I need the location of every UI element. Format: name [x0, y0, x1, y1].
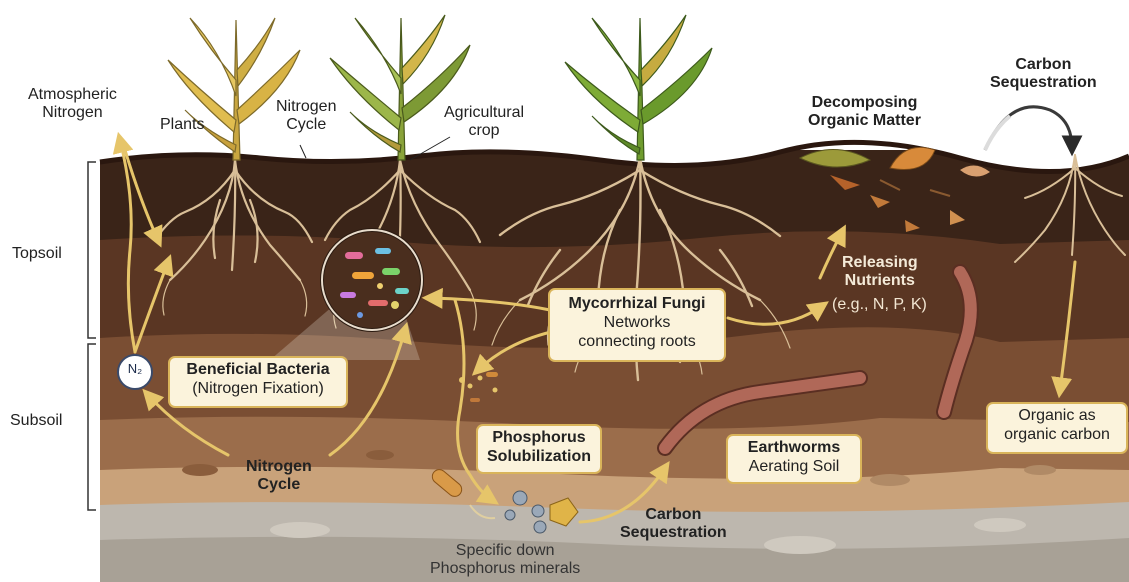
box-organic-line2: organic carbon — [988, 425, 1126, 444]
box-mycorrhizal-sub-line2: connecting roots — [550, 332, 724, 351]
label-phosphorus-minerals-line1: Specific down — [456, 542, 555, 559]
label-atmospheric-nitrogen-line2: Nitrogen — [42, 104, 102, 121]
box-beneficial-title: Beneficial Bacteria — [170, 360, 346, 379]
label-n2: N₂ — [124, 362, 146, 377]
box-beneficial-bacteria: Beneficial Bacteria (Nitrogen Fixation) — [168, 356, 348, 408]
box-phosphorus-title: Phosphorus — [478, 428, 600, 447]
label-decomposing-line1: Decomposing — [812, 94, 918, 111]
label-nitrogen-cycle-bottom: Nitrogen Cycle — [246, 458, 312, 495]
box-earthworms: Earthworms Aerating Soil — [726, 434, 862, 484]
label-topsoil: Topsoil — [12, 245, 62, 263]
label-releasing-line2: Nutrients — [845, 272, 915, 289]
label-agricultural-crop-line2: crop — [468, 122, 499, 139]
box-earthworms-sub: Aerating Soil — [728, 457, 860, 476]
box-mycorrhizal-title: Mycorrhizal Fungi — [550, 294, 724, 313]
label-releasing-examples: (e.g., N, P, K) — [832, 296, 927, 314]
box-phosphorus-sub: Solubilization — [478, 447, 600, 466]
label-atmospheric-nitrogen: Atmospheric Nitrogen — [28, 86, 117, 123]
label-phosphorus-minerals-line2: Phosphorus minerals — [430, 560, 580, 577]
label-nitrogen-cycle-top-line2: Cycle — [286, 116, 326, 133]
plant-1 — [168, 18, 300, 160]
label-carbon-sequestration-top: Carbon Sequestration — [990, 56, 1097, 93]
label-subsoil: Subsoil — [10, 412, 62, 430]
box-organic-line1: Organic as — [988, 406, 1126, 425]
label-plants: Plants — [160, 116, 204, 134]
label-nitrogen-cycle-top-line1: Nitrogen — [276, 98, 336, 115]
label-nitrogen-cycle-top: Nitrogen Cycle — [276, 98, 336, 135]
label-agricultural-crop: Agricultural crop — [444, 104, 524, 141]
box-earthworms-title: Earthworms — [728, 438, 860, 457]
label-decomposing-line2: Organic Matter — [808, 112, 921, 129]
box-mycorrhizal-fungi: Mycorrhizal Fungi Networks connecting ro… — [548, 288, 726, 362]
label-carbon-seq-bottom-line1: Carbon — [645, 506, 701, 523]
label-carbon-sequestration-bottom: Carbon Sequestration — [620, 506, 727, 543]
label-releasing-line1: Releasing — [842, 254, 918, 271]
box-mycorrhizal-sub-line1: Networks — [550, 313, 724, 332]
layer-bracket — [88, 162, 96, 510]
plant-3 — [565, 15, 712, 160]
label-releasing-nutrients: Releasing Nutrients — [842, 254, 918, 291]
box-phosphorus-solubilization: Phosphorus Solubilization — [476, 424, 602, 474]
label-carbon-seq-top-line1: Carbon — [1015, 56, 1071, 73]
label-nitrogen-cycle-bottom-line2: Cycle — [258, 476, 301, 493]
label-atmospheric-nitrogen-line1: Atmospheric — [28, 86, 117, 103]
box-organic-carbon: Organic as organic carbon — [986, 402, 1128, 454]
label-carbon-seq-top-line2: Sequestration — [990, 74, 1097, 91]
label-nitrogen-cycle-bottom-line1: Nitrogen — [246, 458, 312, 475]
box-beneficial-sub: (Nitrogen Fixation) — [170, 379, 346, 398]
label-phosphorus-minerals: Specific down Phosphorus minerals — [430, 542, 580, 579]
label-decomposing-organic-matter: Decomposing Organic Matter — [808, 94, 921, 131]
label-carbon-seq-bottom-line2: Sequestration — [620, 524, 727, 541]
label-agricultural-crop-line1: Agricultural — [444, 104, 524, 121]
plants-above-ground — [168, 15, 712, 160]
